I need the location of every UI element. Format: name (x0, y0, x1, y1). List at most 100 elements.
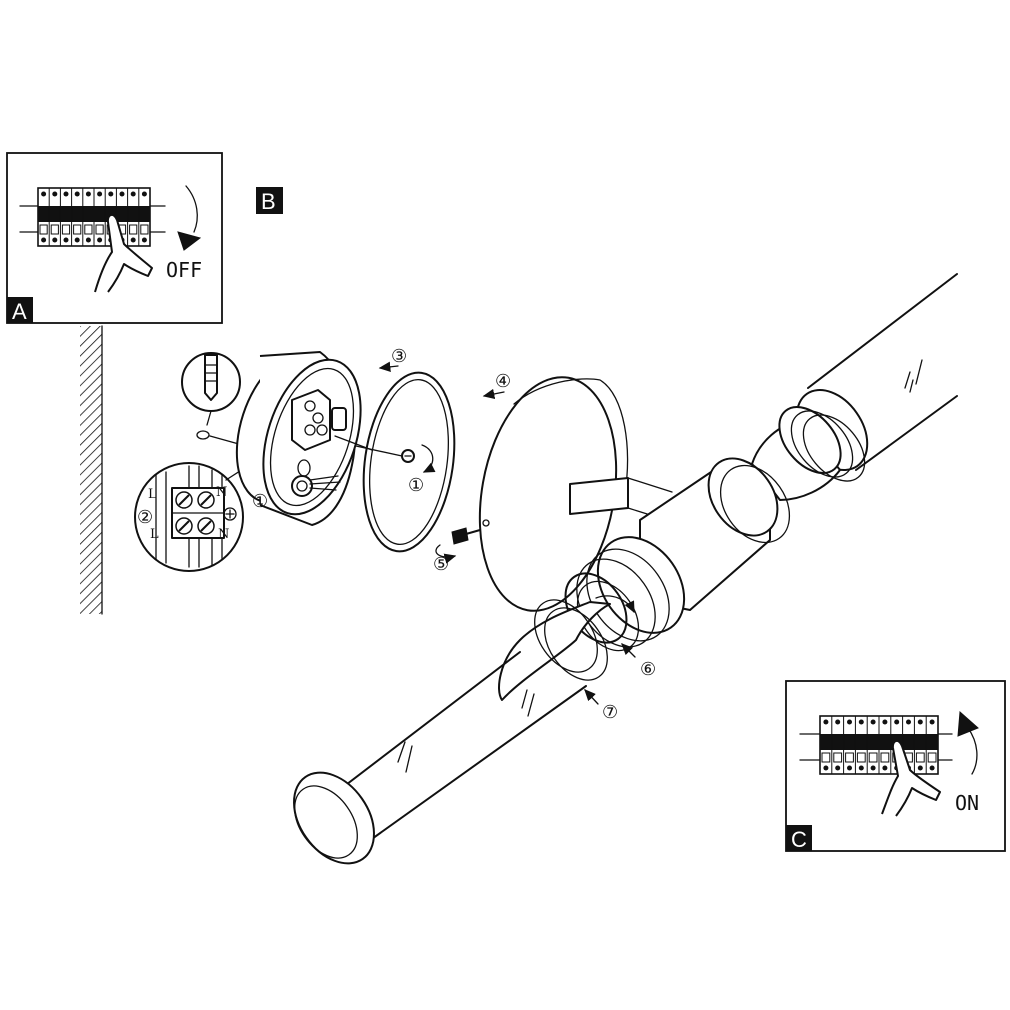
breaker-terminal-bottom (141, 237, 147, 243)
turn-off-arrow-icon (185, 185, 198, 233)
breaker-terminal-bottom (41, 237, 47, 243)
rotate-arrow-icon (421, 444, 436, 473)
breaker-terminal-top (906, 719, 911, 725)
breaker-terminal-top (870, 719, 876, 725)
cover-ring: ① ③ (355, 346, 456, 553)
terminal-label-bottom-l: L (150, 527, 159, 542)
breaker-terminal-top (119, 191, 125, 197)
breaker-terminal-bottom (63, 237, 69, 243)
breaker-label (868, 752, 878, 763)
breaker-terminal-bottom (929, 765, 935, 771)
lamp-body (576, 457, 791, 648)
step-6-label: ⑥ (640, 659, 656, 680)
breaker-terminal-bottom (823, 765, 829, 771)
badge-c: C (791, 827, 807, 852)
breaker-terminal-bottom (835, 765, 841, 771)
breaker-terminal-bottom (52, 237, 58, 243)
breaker-label (915, 752, 925, 763)
glass-reflection-icon (904, 359, 923, 393)
breaker-terminal-top (108, 191, 114, 197)
glass-reflection-icon (521, 689, 535, 717)
breaker-terminal-top (858, 719, 864, 725)
step-4-arrow-icon (482, 388, 505, 400)
step-1-label-box: ① (252, 491, 268, 512)
terminal-screw-slot (178, 494, 190, 506)
step-3-label: ③ (391, 346, 407, 367)
badge-b-label: B (261, 189, 276, 214)
terminal-label-bottom-n: N (218, 527, 229, 542)
step-5-label: ⑤ (433, 554, 449, 575)
wall (80, 325, 103, 615)
breaker-terminal-top (141, 191, 147, 197)
breaker-terminal-bottom (97, 237, 103, 243)
wall-plug-callout (181, 352, 247, 447)
breaker-terminal-top (929, 719, 935, 725)
lower-glass-shade (293, 651, 587, 865)
breaker-terminal-top (63, 191, 69, 197)
breaker-terminal-top (882, 719, 888, 725)
breaker-terminal-top (835, 719, 841, 725)
step-7-arrow-icon (584, 689, 599, 705)
breaker-terminal-top (41, 191, 47, 197)
terminal-screw-slot (200, 520, 212, 532)
breaker-label (140, 224, 149, 235)
panel-a-breaker-off: OFF A (6, 152, 223, 324)
lower-lamp-assembly: ⑥ ⑦ (498, 572, 656, 723)
breaker-label (821, 752, 831, 763)
step-6-arrow-icon (621, 643, 636, 658)
breaker-label (927, 752, 937, 763)
hand-icon (94, 214, 153, 293)
breaker-terminal-top (97, 191, 103, 197)
breaker-terminal-bottom (882, 765, 888, 771)
step-3-arrow-icon (378, 361, 399, 373)
breaker-label (73, 224, 82, 235)
breaker-label (61, 224, 71, 235)
hand-icon (881, 740, 941, 817)
badge-b: B (256, 187, 283, 214)
breaker-terminal-bottom (85, 237, 91, 243)
breaker-label (845, 752, 854, 763)
breaker-label (50, 224, 59, 235)
breaker-terminal-top (85, 191, 91, 197)
terminal-screw-slot (200, 494, 212, 506)
step-1-label-screw: ① (408, 475, 424, 496)
step-5-rotate-arrow-icon (435, 544, 457, 564)
step-7-label: ⑦ (602, 702, 618, 723)
breaker-terminal-top (894, 719, 900, 725)
breaker-terminal-bottom (870, 765, 876, 771)
breaker-label (84, 224, 93, 235)
breaker-terminal-bottom (74, 237, 80, 243)
step-2-label: ② (137, 507, 153, 528)
breaker-terminal-top (52, 191, 58, 197)
on-label: ON (955, 791, 979, 815)
ground-icon (223, 507, 237, 521)
breaker-terminal-bottom (858, 765, 864, 771)
off-label: OFF (166, 258, 202, 282)
terminal-screw-slot (178, 520, 190, 532)
terminal-label-top-l: L (148, 487, 157, 502)
breaker-label (880, 752, 890, 763)
breaker-label (833, 752, 843, 763)
set-screw-icon (451, 527, 469, 545)
breaker-terminal-top (74, 191, 80, 197)
breaker-terminal-top (847, 719, 852, 725)
breaker-terminal-bottom (917, 765, 923, 771)
step-4-label: ④ (495, 371, 511, 392)
breaker-label (129, 224, 138, 235)
breaker-terminal-top (917, 719, 923, 725)
panel-c-breaker-on: ON C (785, 680, 1006, 852)
glass-reflection-icon (397, 741, 413, 773)
breaker-terminal-bottom (847, 765, 852, 771)
breaker-terminal-bottom (130, 237, 136, 243)
breaker-box-icon (799, 715, 953, 775)
breaker-label (95, 224, 104, 235)
badge-a: A (12, 299, 27, 324)
mounting-box: ① (235, 351, 373, 526)
breaker-label (39, 224, 48, 235)
breaker-label (856, 752, 866, 763)
terminal-label-top-n: N (216, 485, 227, 500)
terminal-block-callout: L N L N ② (134, 439, 289, 572)
breaker-terminal-top (130, 191, 136, 197)
breaker-box-icon (19, 187, 166, 247)
